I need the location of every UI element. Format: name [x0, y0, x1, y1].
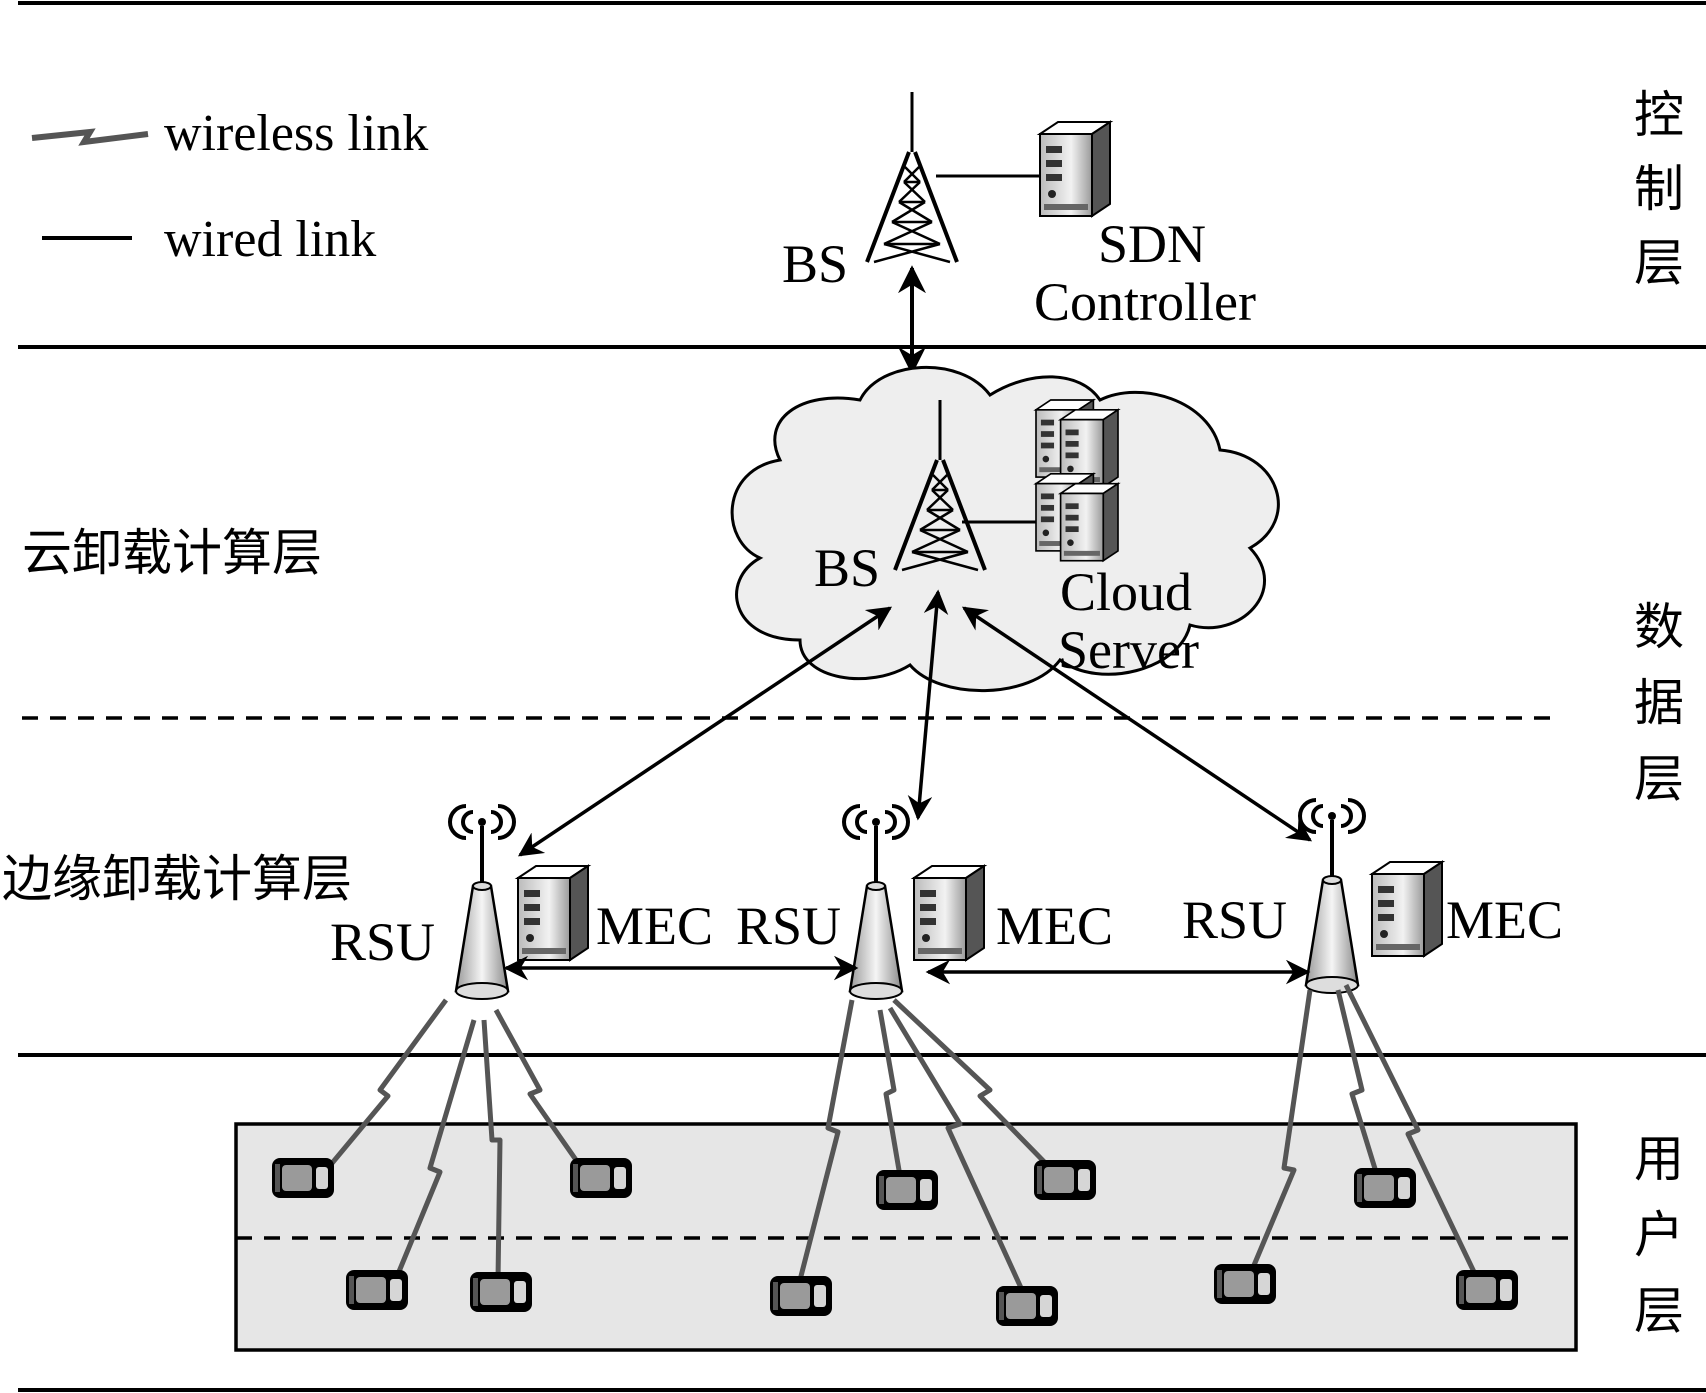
wireless-link [1343, 983, 1477, 1274]
mec3-label: MEC [1446, 890, 1563, 950]
car-icon [876, 1170, 938, 1210]
cloud-to-rsu2-arrow [907, 589, 949, 821]
cloud-bs-label: BS [814, 538, 880, 598]
data-layer-char: 层 [1634, 750, 1684, 808]
data-layer-label: 数 据 层 [1634, 598, 1684, 808]
rsu1-label: RSU [330, 912, 435, 972]
user-layer-label: 用 户 层 [1634, 1130, 1684, 1340]
wireless-link [316, 998, 449, 1182]
control-bs-label: BS [782, 234, 848, 294]
cloud-to-rsu3-arrow [961, 606, 1313, 842]
legend: wireless link wired link [31, 105, 428, 268]
wireless-link [1249, 989, 1313, 1271]
legend-wired-label: wired link [164, 211, 376, 268]
sdn-controller-server-icon [1039, 121, 1111, 217]
control-layer-char: 制 [1634, 160, 1684, 218]
edge-layer: RSU MEC RSU MEC RSU MEC [330, 798, 1563, 1001]
car-icon [470, 1272, 532, 1312]
car-icon [770, 1276, 832, 1316]
car-icon [1354, 1168, 1416, 1208]
control-layer-char: 层 [1634, 234, 1684, 292]
edge-offload-layer-label: 边缘卸载计算层 [2, 850, 352, 908]
cloud-layer: BS Cloud Server [730, 366, 1280, 693]
control-layer-label: 控 制 层 [1634, 86, 1684, 292]
wireless-link [877, 1009, 903, 1177]
wireless-link-legend-icon [31, 128, 149, 146]
wireless-link [1335, 989, 1379, 1173]
cloud-offload-layer-label: 云卸载计算层 [22, 524, 322, 582]
user-layer-char: 户 [1634, 1206, 1684, 1264]
control-layer: BS SDN Controller [782, 90, 1256, 332]
car-icon [996, 1286, 1058, 1326]
rsu2-antenna-icon [842, 804, 910, 1001]
wireless-link [395, 1019, 477, 1275]
wireless-link [892, 998, 1060, 1178]
wireless-link [481, 1019, 503, 1281]
sdn-label-line2: Controller [1034, 272, 1256, 332]
car-icon [1034, 1160, 1096, 1200]
cloud-server-icon [1035, 399, 1119, 562]
car-icon [346, 1270, 408, 1310]
data-layer-char: 据 [1634, 674, 1684, 732]
user-layer-char: 用 [1634, 1130, 1684, 1188]
mec1-label: MEC [596, 896, 713, 956]
cloud-to-rsu1-arrow [517, 606, 893, 857]
control-layer-char: 控 [1634, 86, 1684, 144]
rsu3-label: RSU [1182, 890, 1287, 950]
car-icon [272, 1158, 334, 1198]
wireless-link [797, 999, 855, 1281]
mec2-server-icon [913, 865, 985, 961]
cloud-server-label-line2: Server [1058, 620, 1199, 680]
mec1-server-icon [517, 865, 589, 961]
user-layer-char: 层 [1634, 1282, 1684, 1340]
rsu2-label: RSU [736, 896, 841, 956]
mec3-server-icon [1371, 861, 1443, 957]
cloud-server-label-line1: Cloud [1060, 562, 1192, 622]
rsu1-antenna-icon [448, 804, 516, 1001]
data-layer-char: 数 [1634, 598, 1684, 656]
wireless-link [493, 1008, 593, 1182]
car-icon [1214, 1264, 1276, 1304]
road [234, 1122, 1578, 1352]
legend-wireless-label: wireless link [164, 105, 428, 162]
car-icon [570, 1158, 632, 1198]
wireless-link [887, 1006, 1025, 1292]
mec2-label: MEC [996, 896, 1113, 956]
wireless-links [316, 983, 1477, 1292]
sdn-label-line1: SDN [1098, 214, 1206, 274]
car-icon [1456, 1270, 1518, 1310]
rsu3-antenna-icon [1298, 798, 1366, 995]
